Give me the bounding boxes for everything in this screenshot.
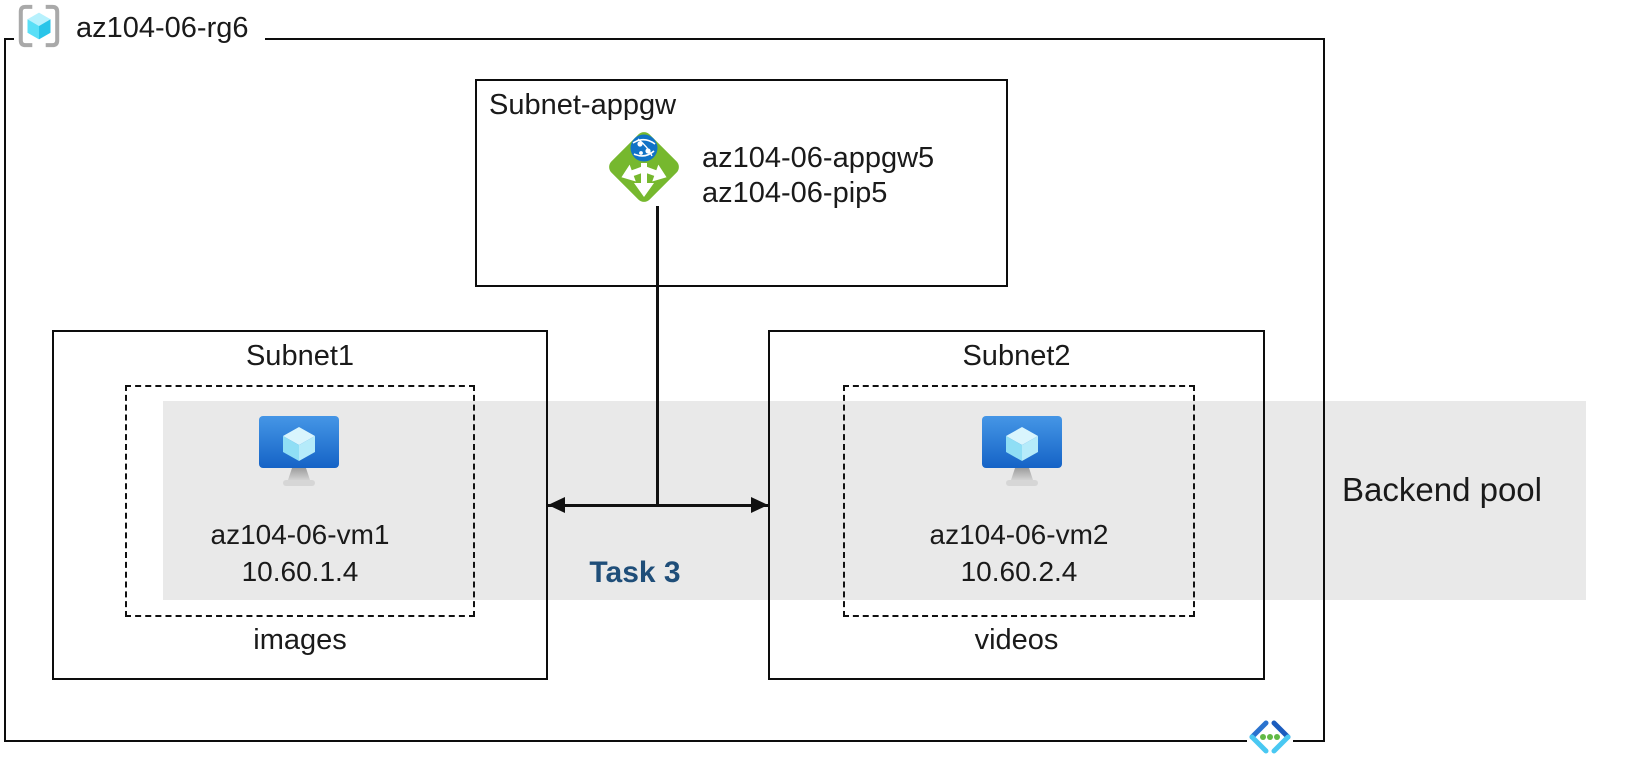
subnet-double-arrow-line <box>548 504 768 507</box>
backend-pool-band <box>163 401 1586 600</box>
subnet1-storage-label: images <box>253 624 347 656</box>
appgw-labels: az104-06-appgw5 az104-06-pip5 <box>702 141 934 211</box>
subnet2-storage-label: videos <box>974 624 1059 656</box>
gateway-vertical-connector <box>656 206 659 506</box>
vm2-icon <box>980 414 1064 495</box>
subnet2-vm-dashed-box <box>843 385 1195 617</box>
vm1-ip: 10.60.1.4 <box>241 556 359 587</box>
application-gateway-icon <box>600 123 688 216</box>
subnet1-vm-dashed-box <box>125 385 475 617</box>
subnet2-title: Subnet2 <box>962 340 1071 372</box>
vm1-icon <box>257 414 341 495</box>
vm2-name: az104-06-vm2 <box>929 519 1109 550</box>
resource-group-header: az104-06-rg6 <box>14 2 265 54</box>
appgw-subnet-box <box>475 79 1008 287</box>
subnet2-box: Subnet2 <box>768 330 1265 680</box>
vm2-ip: 10.60.2.4 <box>960 556 1078 587</box>
resource-group-icon <box>16 3 62 54</box>
backend-pool-label: Backend pool <box>1342 471 1542 508</box>
resource-group-name: az104-06-rg6 <box>76 11 249 44</box>
vm1-name: az104-06-vm1 <box>210 519 390 550</box>
subnet1-box: Subnet1 <box>52 330 548 680</box>
appgw-subnet-name: Subnet-appgw <box>489 89 677 121</box>
virtual-network-icon <box>1247 716 1293 761</box>
arrowhead-right-icon <box>751 497 768 513</box>
appgw-pip-label: az104-06-pip5 <box>702 177 888 209</box>
task-label: Task 3 <box>589 556 681 589</box>
resource-group-box <box>4 38 1325 742</box>
subnet1-title: Subnet1 <box>245 340 355 372</box>
appgw-name-label: az104-06-appgw5 <box>702 142 935 174</box>
arrowhead-left-icon <box>548 497 565 513</box>
